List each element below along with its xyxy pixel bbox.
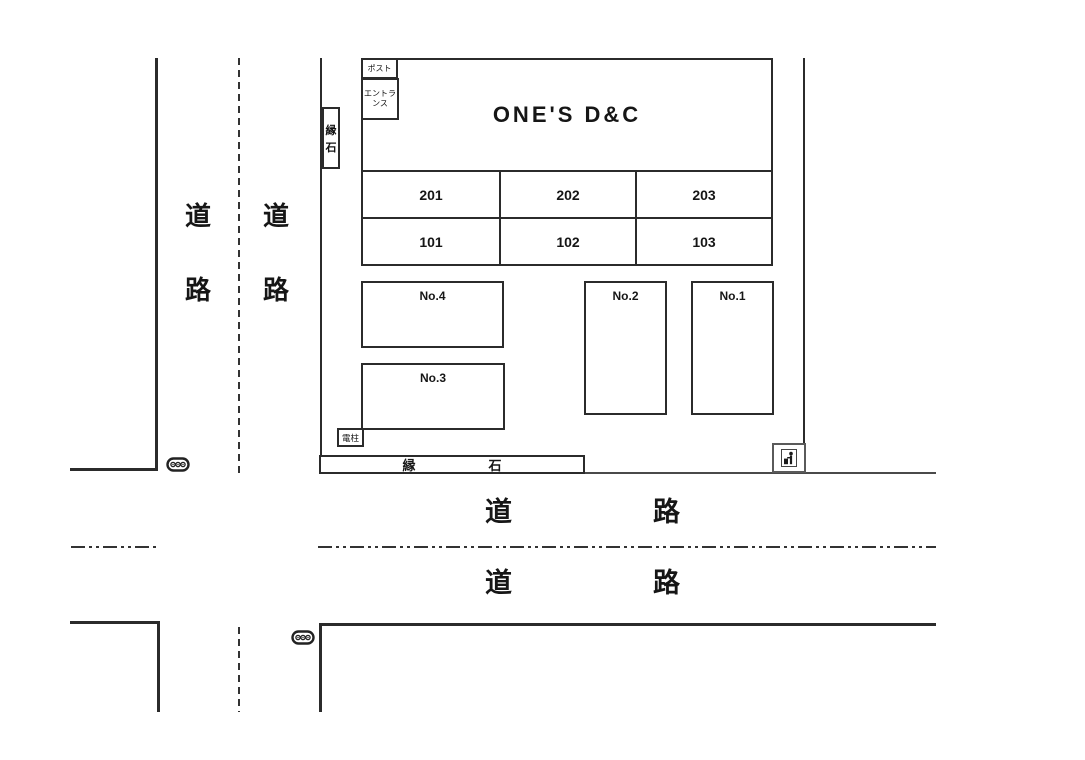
road-west-centerline-dashed [238, 58, 240, 475]
road-label-char: 道 [185, 201, 212, 231]
road-west-edge-line [155, 58, 158, 470]
mailbox-box: ポスト [361, 58, 398, 79]
road-label-char: 路 [185, 275, 212, 305]
south-block-west-top-line [70, 621, 160, 624]
curb-label-char: 縁 [402, 458, 416, 473]
unit-cell-102: 102 [499, 217, 635, 264]
curb-label-char: 縁 [325, 124, 337, 137]
road-label-char: 道 [485, 568, 512, 598]
road-label-west-outer: 道 路 [185, 203, 211, 303]
south-road-centerline-dashed [238, 627, 240, 712]
road-label-west-inner: 道 路 [263, 203, 289, 303]
curb-label-char: 石 [325, 141, 337, 154]
south-block-east-top-line [319, 623, 936, 626]
road-label-char: 道 [485, 497, 512, 527]
unit-cell-101: 101 [363, 217, 499, 264]
road-label-south-2: 道 路 [485, 570, 680, 597]
unit-cell-202: 202 [499, 170, 635, 217]
building-title: ONE'S D&C [492, 102, 642, 127]
mailbox-label: ポスト [367, 64, 392, 73]
site-east-boundary-line [803, 58, 805, 473]
utility-marker-icon [291, 630, 315, 645]
unit-cell-103: 103 [635, 217, 771, 264]
south-block-west-edge-line [157, 621, 160, 712]
parking-spot-no3: No.3 [361, 363, 505, 430]
curb-label-horizontal: 縁 石 [319, 455, 585, 474]
parking-spot-label: No.1 [719, 289, 746, 303]
utility-marker-icon [166, 457, 190, 472]
curb-label-vertical: 縁 石 [322, 107, 340, 169]
curb-west-line [320, 58, 322, 455]
road-label-char: 道 [263, 201, 290, 231]
waste-station-icon [781, 449, 797, 467]
road-south-centerline-left [71, 546, 160, 548]
parking-spot-label: No.3 [419, 371, 446, 385]
waste-station-box [772, 443, 806, 473]
road-label-char: 路 [653, 568, 680, 598]
parking-spot-label: No.4 [419, 289, 446, 303]
entrance-label: エントランス [364, 88, 396, 108]
unit-cell-201: 201 [363, 170, 499, 217]
unit-cell-203: 203 [635, 170, 771, 217]
building-outline: ポスト エントランス ONE'S D&C 201 202 203 101 102… [361, 58, 773, 266]
south-block-east-edge-line [319, 623, 322, 712]
curb-label-char: 石 [488, 458, 502, 473]
parking-spot-label: No.2 [612, 289, 639, 303]
utility-pole-label: 電柱 [341, 432, 359, 443]
road-label-char: 路 [263, 275, 290, 305]
units-grid: 201 202 203 101 102 103 [363, 170, 771, 264]
entrance-box: エントランス [361, 78, 399, 120]
site-south-edge-line [585, 472, 936, 474]
utility-pole-box: 電柱 [337, 428, 364, 447]
parking-spot-no4: No.4 [361, 281, 504, 348]
road-label-south-1: 道 路 [485, 499, 680, 526]
road-south-centerline-right [318, 546, 936, 548]
parking-spot-no2: No.2 [584, 281, 667, 415]
road-west-corner-line [70, 468, 158, 471]
parking-spot-no1: No.1 [691, 281, 774, 415]
road-label-char: 路 [653, 497, 680, 527]
